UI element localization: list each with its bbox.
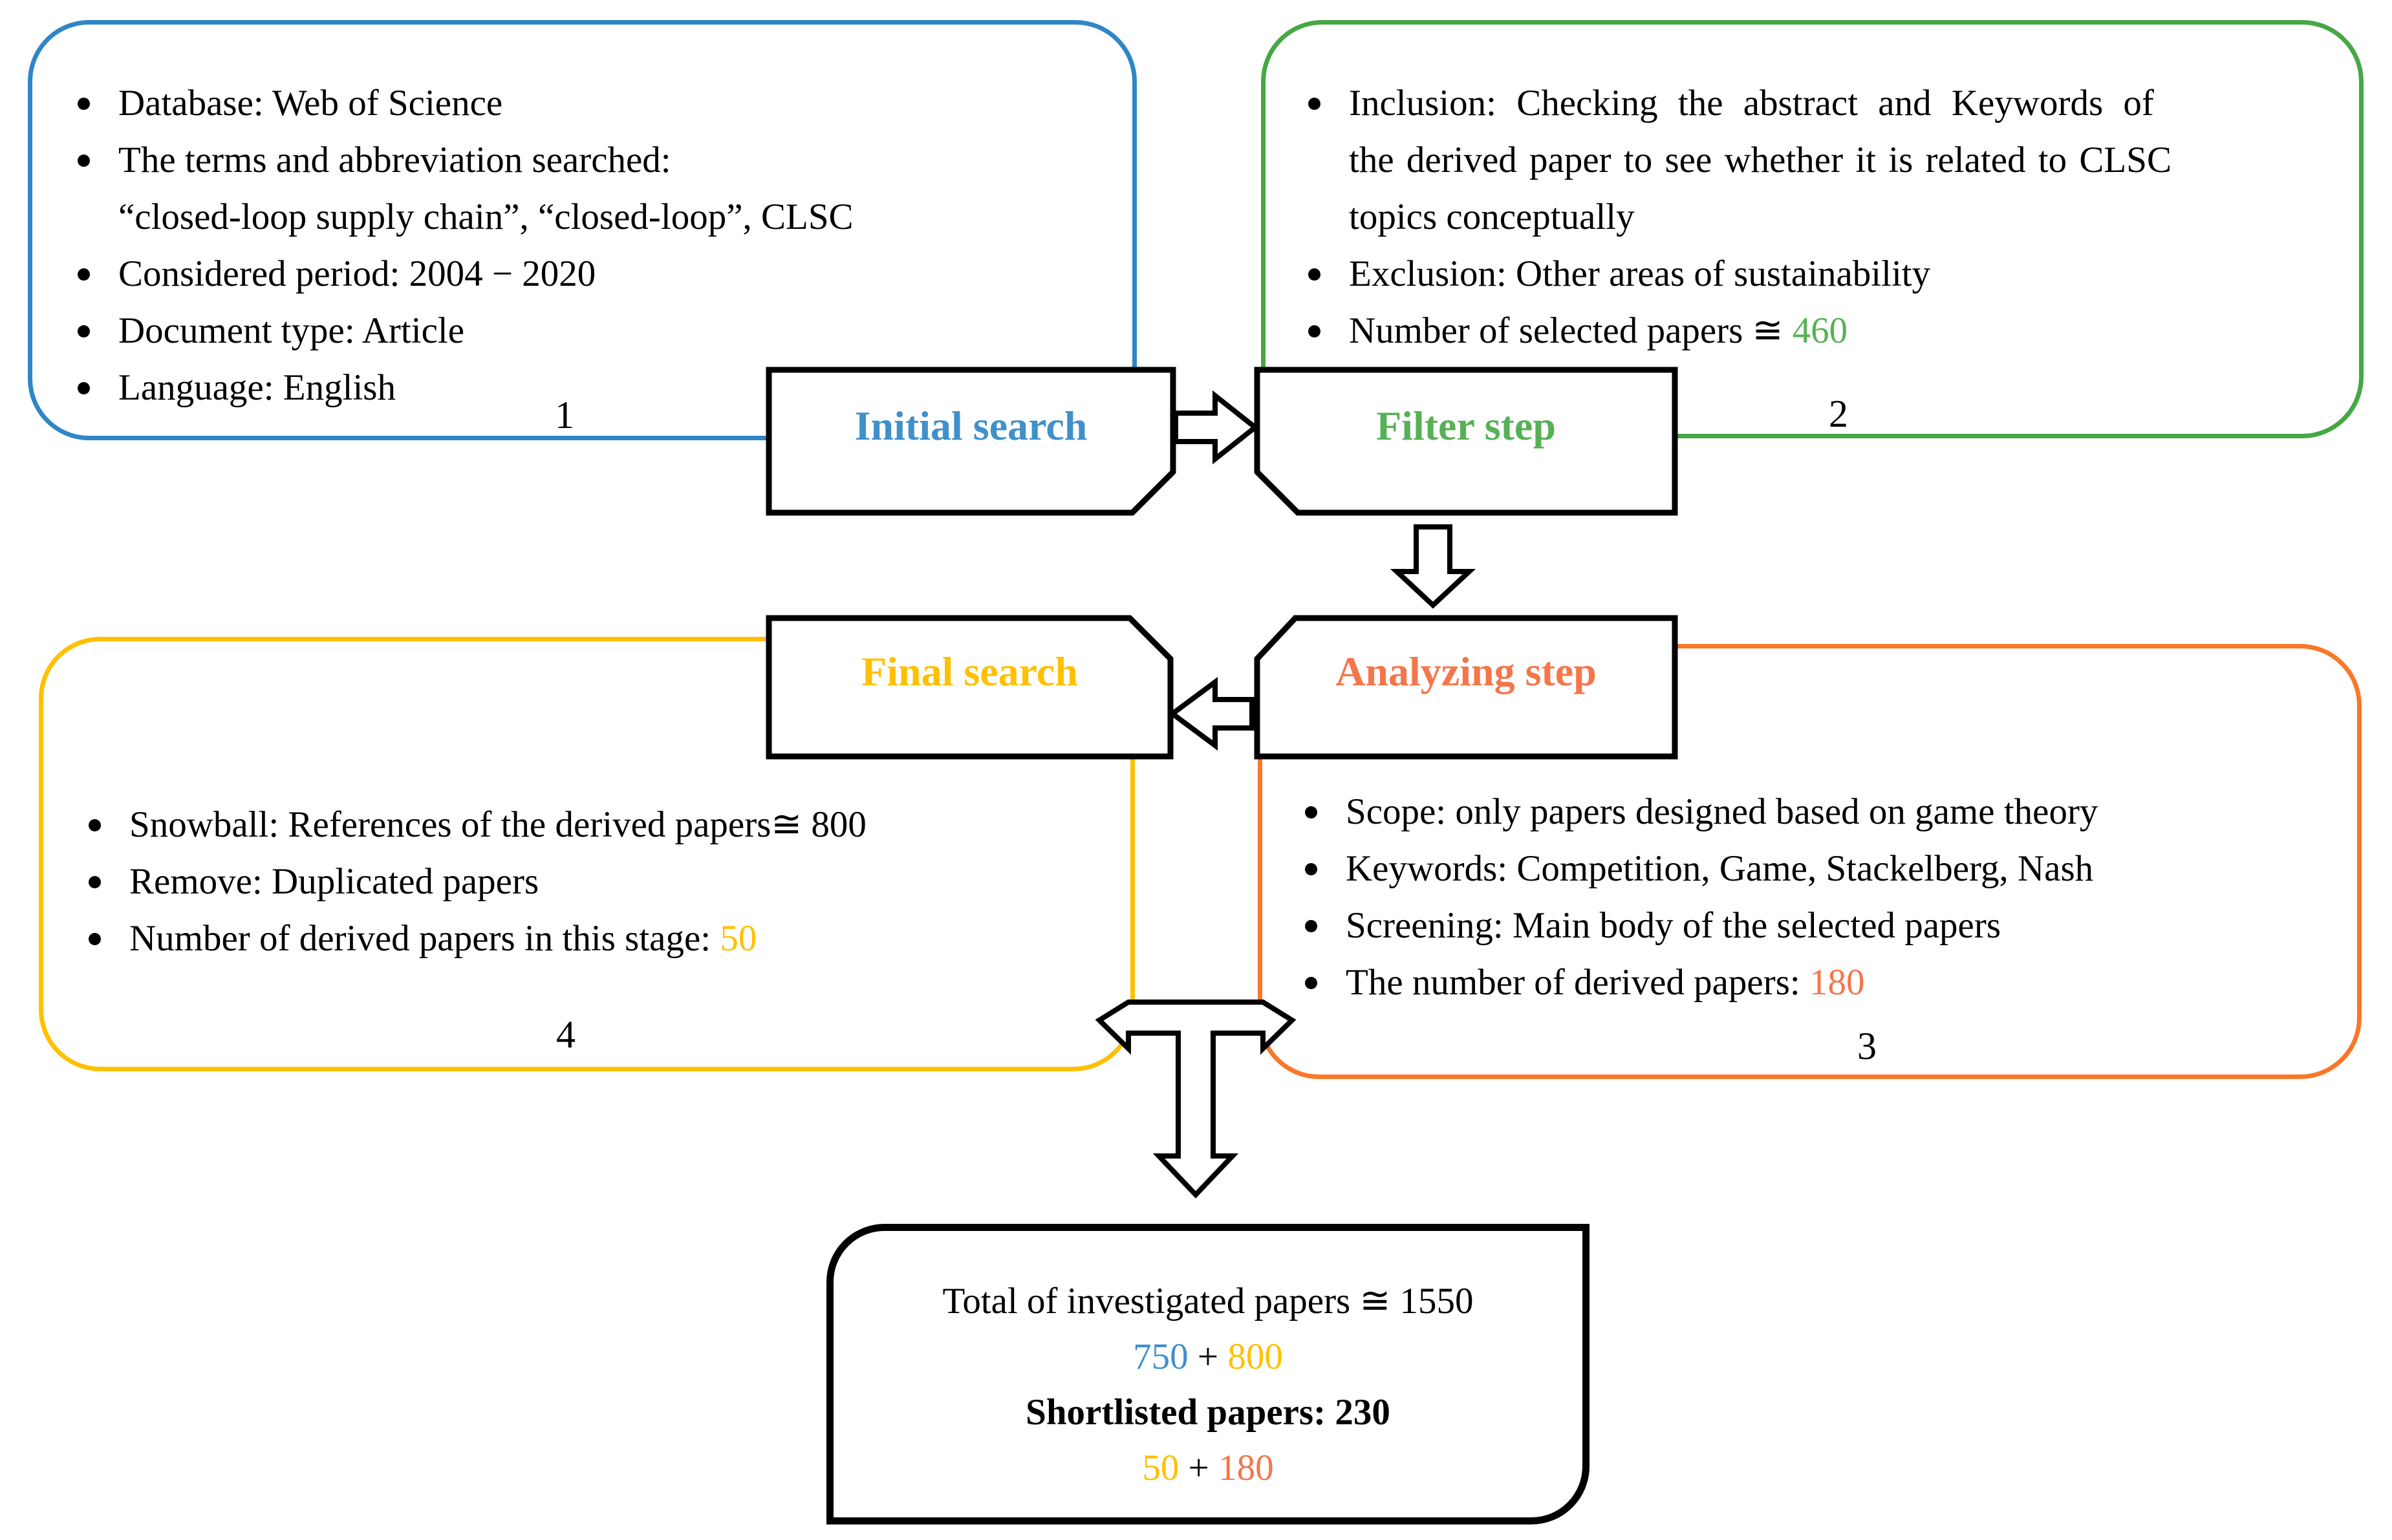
- selected-papers-count: 460: [1792, 310, 1848, 351]
- bullet-text: Keywords: Competition, Game, Stackelberg…: [1346, 848, 2094, 889]
- summary-shortlisted: Shortlisted papers: 230: [1026, 1392, 1390, 1433]
- bullet-text: the derived paper to see whether it is r…: [1349, 140, 2171, 180]
- bullet-icon: [1305, 863, 1317, 875]
- list-item: Database: Web of Science: [78, 75, 1114, 132]
- bullet-icon: [1305, 806, 1317, 818]
- derived-papers-count: 50: [720, 918, 757, 959]
- final-search-count: 50: [1142, 1448, 1180, 1488]
- bullet-text: Database: Web of Science: [118, 83, 503, 123]
- list-item: Language: English: [78, 359, 1114, 416]
- arrow-right-icon: [1173, 390, 1260, 465]
- list-item: Remove: Duplicated papers: [89, 853, 1112, 910]
- bullet-text: The number of derived papers:: [1346, 962, 1809, 1003]
- list-item: Inclusion: Checking the abstract and Key…: [1308, 75, 2325, 246]
- bullet-text: Inclusion: Checking the abstract and Key…: [1349, 83, 2154, 123]
- list-item: Number of selected papers ≅ 460: [1308, 303, 2325, 359]
- stage-number-1: 1: [555, 394, 574, 436]
- bullet-text: Remove: Duplicated papers: [129, 861, 539, 902]
- list-item: Exclusion: Other areas of sustainability: [1308, 246, 2325, 303]
- bullet-text: Screening: Main body of the selected pap…: [1346, 905, 2001, 946]
- step-final-search: Final search: [861, 648, 1078, 694]
- bullet-icon: [78, 268, 90, 281]
- panel-filter-criteria: Inclusion: Checking the abstract and Key…: [1261, 20, 2364, 438]
- bullet-icon: [78, 155, 90, 167]
- bullet-icon: [1308, 325, 1320, 337]
- panel-analyzing-criteria: Scope: only papers designed based on gam…: [1258, 644, 2362, 1079]
- summary-box: Total of investigated papers ≅ 1550 750 …: [826, 1224, 1589, 1524]
- bullet-icon: [78, 325, 90, 337]
- plus-sign: +: [1179, 1448, 1219, 1488]
- bullet-text: topics conceptually: [1349, 197, 1635, 237]
- initial-search-count: 750: [1133, 1336, 1189, 1377]
- arrow-down-icon: [1390, 524, 1476, 609]
- list-item: Considered period: 2004 − 2020: [78, 246, 1114, 303]
- list-item: Scope: only papers designed based on gam…: [1305, 784, 2334, 840]
- bullet-text: Considered period: 2004 − 2020: [118, 253, 596, 294]
- bullet-text: Language: English: [118, 367, 396, 408]
- panel-final-search-criteria: Snowball: References of the derived pape…: [39, 637, 1135, 1071]
- bullet-icon: [78, 98, 90, 110]
- step-analyzing-step: Analyzing step: [1335, 648, 1597, 694]
- bullet-icon: [89, 819, 101, 831]
- bullet-icon: [1305, 920, 1317, 932]
- list-item: Screening: Main body of the selected pap…: [1305, 897, 2334, 954]
- summary-total: Total of investigated papers ≅ 1550: [942, 1281, 1474, 1321]
- step-initial-search: Initial search: [854, 402, 1088, 449]
- list-item: Number of derived papers in this stage: …: [89, 910, 1112, 967]
- list-item: Keywords: Competition, Game, Stackelberg…: [1305, 840, 2334, 897]
- summary-total-breakdown: 750 + 800: [834, 1329, 1582, 1385]
- bullet-text: Exclusion: Other areas of sustainability: [1349, 253, 1931, 294]
- bullet-text: Document type: Article: [118, 310, 465, 351]
- bullet-icon: [1305, 977, 1317, 989]
- panel-initial-search-criteria: Database: Web of Science The terms and a…: [28, 20, 1137, 440]
- bullet-list: Database: Web of Science The terms and a…: [32, 25, 1132, 416]
- arrow-left-icon: [1168, 677, 1255, 751]
- snowball-count: 800: [1227, 1336, 1283, 1377]
- plus-sign: +: [1188, 1336, 1228, 1377]
- bullet-list: Scope: only papers designed based on gam…: [1262, 648, 2357, 1011]
- bullet-text: “closed-loop supply chain”, “closed-loop…: [118, 197, 854, 237]
- bullet-text: Number of selected papers ≅: [1349, 310, 1793, 351]
- summary-shortlist-breakdown: 50 + 180: [834, 1440, 1582, 1496]
- derived-papers-count: 180: [1809, 962, 1865, 1003]
- bullet-icon: [78, 382, 90, 394]
- step-filter-step: Filter step: [1376, 402, 1556, 449]
- bullet-icon: [1308, 98, 1320, 110]
- bullet-text: Snowball: References of the derived pape…: [129, 804, 867, 845]
- list-item: The terms and abbreviation searched: “clo…: [78, 132, 1114, 246]
- bullet-text: Scope: only papers designed based on gam…: [1346, 791, 2098, 832]
- bullet-text: The terms and abbreviation searched:: [118, 140, 671, 180]
- bullet-list: Snowball: References of the derived pape…: [43, 641, 1130, 967]
- stage-number-2: 2: [1829, 392, 1848, 435]
- stage-number-3: 3: [1857, 1025, 1877, 1067]
- bullet-icon: [1308, 268, 1320, 281]
- list-item: Document type: Article: [78, 303, 1114, 359]
- stage-number-4: 4: [556, 1013, 576, 1056]
- list-item: The number of derived papers: 180: [1305, 954, 2334, 1011]
- bullet-text: Number of derived papers in this stage:: [129, 918, 720, 959]
- bullet-icon: [89, 876, 101, 888]
- bullet-list: Inclusion: Checking the abstract and Key…: [1266, 25, 2359, 359]
- list-item: Snowball: References of the derived pape…: [89, 797, 1112, 853]
- analyzing-count: 180: [1218, 1448, 1274, 1488]
- bullet-icon: [89, 933, 101, 945]
